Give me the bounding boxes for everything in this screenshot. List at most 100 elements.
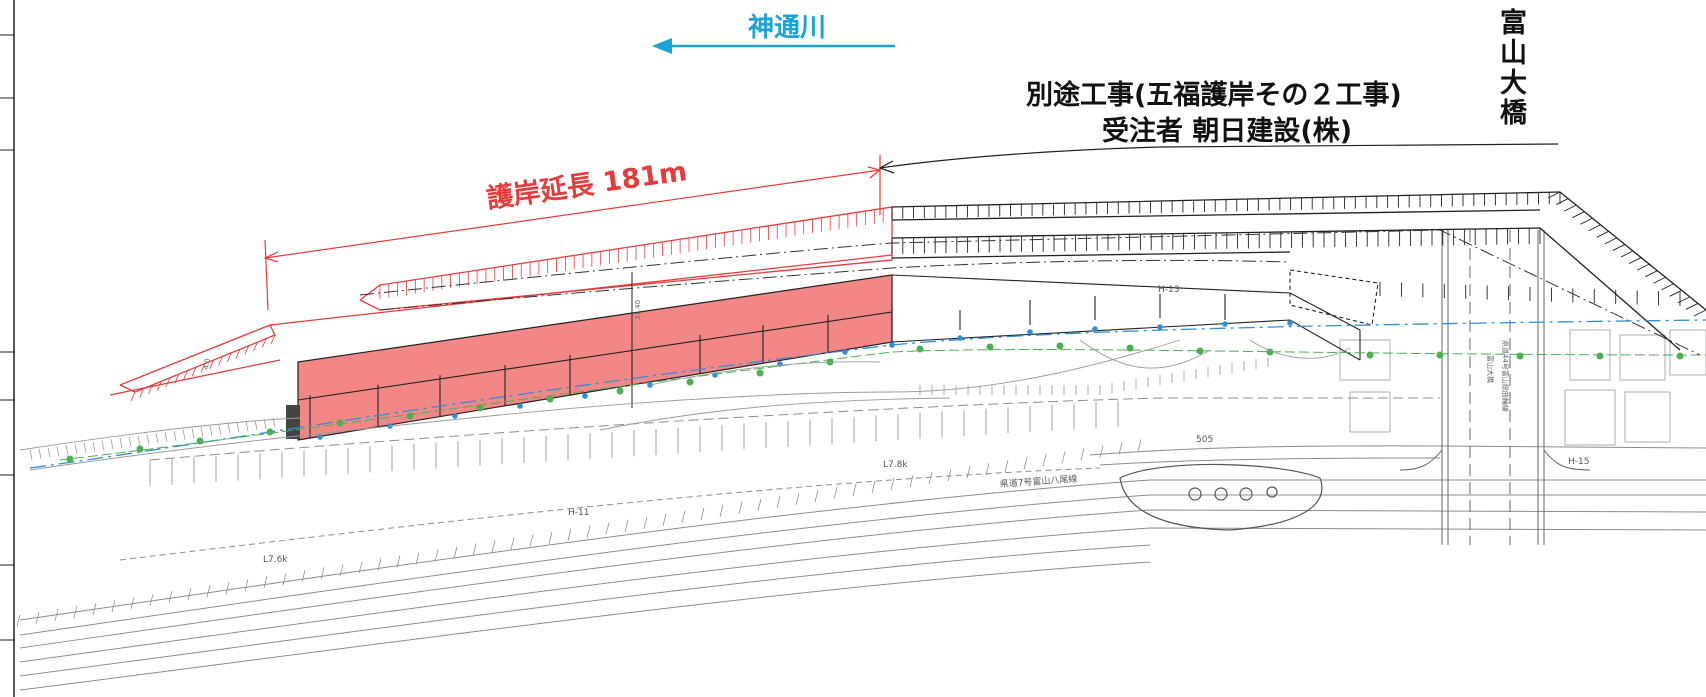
- road-slope-hatch: [16, 400, 1142, 627]
- red-hatch-tick: [235, 349, 241, 359]
- road-hatch-tick: [738, 501, 743, 514]
- traffic-island: [1119, 463, 1323, 531]
- centerline-point: [957, 335, 963, 341]
- dike-hatch-tick: [1596, 230, 1609, 238]
- road-hatch-tick: [890, 477, 895, 491]
- road-hatch-tick: [1099, 445, 1104, 458]
- road-hatch-tick: [282, 573, 287, 586]
- toyama-bridge-road: [1399, 230, 1591, 545]
- road-hatch-tick: [434, 549, 439, 562]
- centerline-point: [777, 361, 783, 367]
- bank-hatch-tick: [209, 425, 213, 437]
- road-hatch-tick: [681, 510, 686, 523]
- road-hatch-tick: [510, 537, 515, 550]
- road-hatch-tick: [757, 498, 762, 511]
- red-hatch-tick: [156, 381, 162, 391]
- survey-point: [196, 437, 204, 445]
- road-hatch-tick: [776, 495, 781, 509]
- road-hatch-tick: [947, 469, 952, 482]
- existing-dike-hatch: [891, 191, 1706, 317]
- terrain-contours: [19, 339, 1351, 471]
- road-hatch-tick: [472, 543, 477, 556]
- bank-hatch-tick: [173, 430, 177, 441]
- right-side-structures: [1339, 329, 1706, 446]
- road-hatch-tick: [909, 474, 914, 488]
- centerline-point: [517, 403, 523, 409]
- dike-hatch-tick: [1555, 198, 1569, 205]
- road-hatch-tick: [1042, 454, 1047, 467]
- red-hatch-tick: [139, 388, 145, 398]
- dike-hatch-tick: [1661, 283, 1674, 291]
- road-hatch-tick: [662, 513, 667, 526]
- red-hatch-tick: [270, 334, 276, 345]
- survey-point: [986, 343, 994, 351]
- red-hatch-tick: [218, 356, 223, 366]
- bank-hatch-tick: [182, 429, 186, 440]
- red-hatch-tick: [200, 363, 206, 373]
- upper-dike-outline: [109, 206, 893, 396]
- survey-point: [1366, 351, 1374, 359]
- bank-hatch-tick: [263, 418, 267, 429]
- road-name-label: 県道7号富山八尾線: [999, 473, 1077, 490]
- benchmark-1: H-11: [568, 508, 589, 518]
- road-hatch-tick: [111, 599, 116, 613]
- survey-point: [1596, 352, 1604, 360]
- road-hatch-tick: [263, 576, 268, 589]
- separate-work-line2: 受注者 朝日建設(株): [1102, 115, 1352, 147]
- road-hatch-tick: [206, 585, 211, 598]
- road-hatch-tick: [605, 522, 610, 535]
- dike-hatch-tick: [1612, 244, 1626, 251]
- bank-hatch-tick: [200, 427, 204, 438]
- bank-tick-hatch: [29, 357, 1269, 461]
- red-hatch-tick: [148, 384, 153, 395]
- road-hatch-tick: [985, 463, 990, 476]
- revetment-length-dimension: [263, 155, 882, 311]
- road-hatch-tick: [225, 582, 230, 595]
- road-hatch-tick: [795, 492, 800, 506]
- survey-point: [1056, 342, 1064, 350]
- red-hatch-tick: [183, 370, 188, 380]
- bridge-label-vertical: 富山大橋: [1486, 355, 1495, 383]
- dike-hatch-tick: [1628, 257, 1642, 264]
- road-hatch-tick: [491, 540, 496, 553]
- bank-hatch-tick: [227, 423, 231, 434]
- revetment-end-block: [286, 405, 300, 439]
- dike-hatch-tick: [1580, 217, 1593, 225]
- red-hatch-tick: [253, 341, 258, 352]
- road-hatch-tick: [168, 590, 173, 604]
- centerline-point: [842, 349, 848, 355]
- road-hatch-tick: [624, 519, 629, 532]
- revetment-length-label: 護岸延長 181m: [485, 155, 689, 215]
- bank-hatch-tick: [155, 433, 159, 444]
- dike-hatch-tick: [1669, 289, 1682, 297]
- centerline-point: [1157, 324, 1163, 330]
- survey-point: [1436, 351, 1444, 359]
- red-hatch-tick: [226, 352, 232, 362]
- road-hatch-tick: [54, 608, 59, 622]
- bank-hatch-tick: [146, 434, 150, 445]
- road-hatch-tick: [35, 611, 40, 624]
- road-hatch-tick: [16, 614, 21, 627]
- bridge-name-char-3: 大: [1500, 68, 1527, 99]
- bank-hatch-tick: [272, 417, 276, 428]
- road-hatch-tick: [73, 605, 78, 619]
- road-hatch-tick: [814, 489, 819, 503]
- road-hatch-tick: [567, 528, 572, 541]
- road-hatch-tick: [358, 561, 363, 574]
- survey-point: [756, 369, 764, 377]
- road-hatch-tick: [966, 466, 971, 479]
- centerline-point: [1027, 329, 1033, 335]
- road-hatch-tick: [1023, 457, 1028, 470]
- benchmark-3: H-15: [1568, 457, 1589, 467]
- red-hatch-tick: [165, 377, 171, 387]
- bank-hatch-tick: [38, 448, 42, 459]
- bridge-name-char-1: 富: [1500, 7, 1527, 39]
- survey-point: [66, 455, 74, 463]
- survey-point: [406, 412, 414, 420]
- centerline-point: [317, 434, 323, 440]
- red-hatch-tick: [191, 366, 197, 377]
- survey-point: [476, 404, 484, 412]
- road-hatch-tick: [130, 596, 135, 610]
- bank-hatch-tick: [236, 422, 240, 433]
